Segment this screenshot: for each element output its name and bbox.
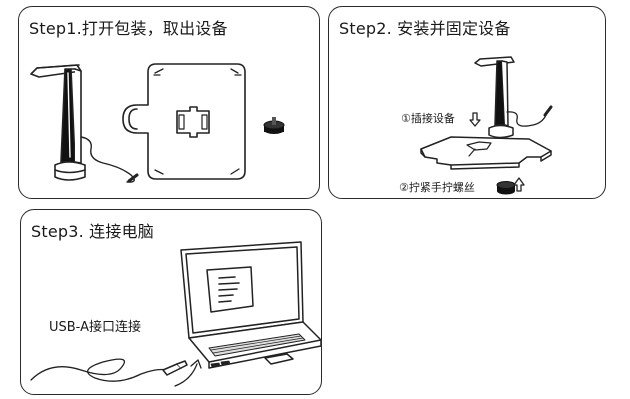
step1-title: Step1.打开包装，取出设备: [29, 19, 228, 38]
laptop-screen: [180, 241, 304, 339]
laptop-base: [188, 321, 321, 369]
scanner-head: [30, 64, 82, 78]
usb-a-connection-label: USB-A接口连接: [49, 320, 141, 335]
step2-panel: Step2. 安装并固定设备: [328, 6, 606, 199]
step3-illustration: [30, 241, 321, 387]
insert-device-label: ①插接设备: [401, 112, 455, 125]
up-arrow-icon: [513, 177, 525, 192]
scanner-base: [54, 161, 86, 181]
step1-panel: Step1.打开包装，取出设备: [18, 6, 320, 199]
step2-thumb-screw: [496, 181, 516, 195]
step3-panel: Step3. 连接电脑: [20, 209, 322, 395]
down-arrow-icon: [469, 112, 481, 127]
step2-title: Step2. 安装并固定设备: [339, 19, 511, 38]
base-plate: [122, 63, 246, 180]
thumb-screw: [263, 117, 285, 134]
scanner-arm: [60, 68, 82, 164]
step1-illustration: [30, 63, 285, 183]
step3-title: Step3. 连接电脑: [31, 222, 154, 241]
tighten-screw-label: ②拧紧手拧螺丝: [399, 181, 475, 194]
step2-illustration: [420, 56, 553, 195]
